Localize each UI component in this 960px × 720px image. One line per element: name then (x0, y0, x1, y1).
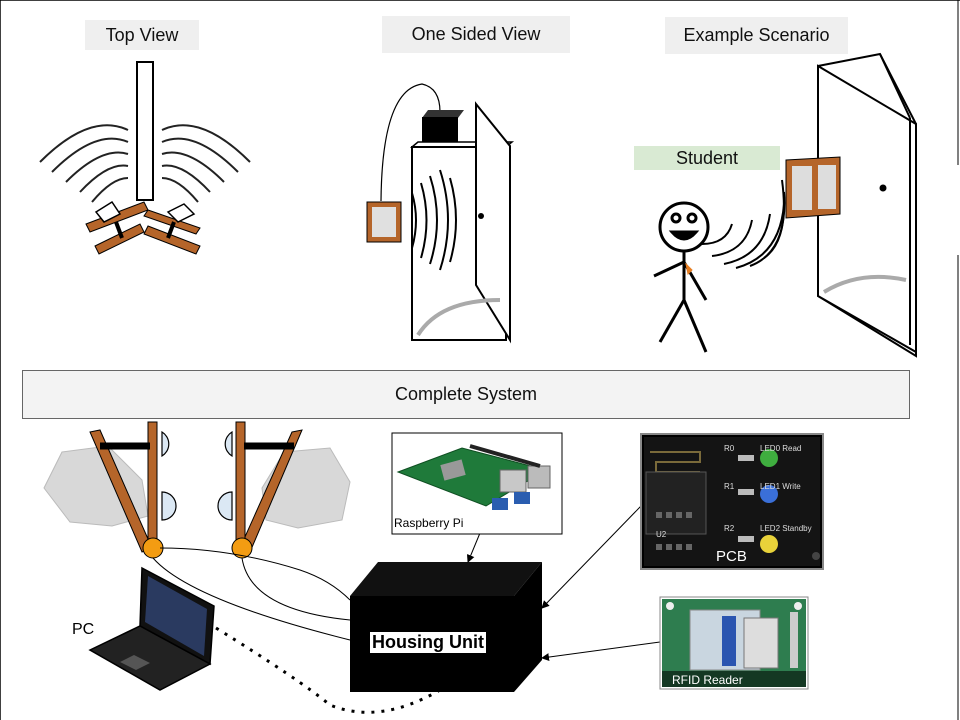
label-one-sided-view: One Sided View (382, 16, 570, 53)
pcb-u2: U2 (656, 530, 667, 539)
arrow-pi-to-housing (466, 532, 481, 563)
label-student: Student (634, 146, 780, 170)
pcb-led0-label: LED0 Read (760, 444, 802, 453)
signal-waves-left (39, 124, 129, 203)
cable-left (152, 557, 351, 641)
label-pcb: PCB (716, 548, 747, 565)
led0-green (760, 449, 778, 467)
cable-right (241, 557, 351, 621)
label-pc: PC (72, 621, 95, 638)
label-top-view: Top View (85, 20, 199, 50)
housing-unit-block (350, 562, 542, 692)
arrow-rfid-to-housing (541, 641, 661, 662)
pc-dotted-link (215, 626, 441, 714)
pcb-image (640, 433, 824, 570)
example-scenario-illustration (653, 52, 917, 358)
pcb-r1: R1 (724, 482, 735, 491)
led2-yellow (760, 535, 778, 553)
one-sided-view-illustration (366, 83, 515, 344)
label-example-scenario: Example Scenario (665, 17, 848, 54)
housing-box-small (422, 117, 458, 145)
label-complete-system: Complete System (22, 370, 910, 419)
arrow-pcb-to-housing (541, 505, 642, 609)
pc-laptop (88, 566, 215, 691)
signal-waves-side (411, 169, 457, 271)
raspberry-pi-image (391, 432, 563, 535)
label-raspberry-pi: Raspberry Pi (394, 516, 464, 530)
pcb-led2-label: LED2 Standby (760, 524, 812, 533)
label-rfid-reader: RFID Reader (672, 673, 743, 687)
led1-blue (760, 485, 778, 503)
pcb-led1-label: LED1 Write (760, 482, 801, 491)
cable-extra (159, 547, 351, 601)
pcb-r0: R0 (724, 444, 735, 453)
door-top-view (136, 61, 154, 201)
reader-mount-top (85, 200, 201, 255)
student-figure (653, 201, 710, 353)
label-housing-unit: Housing Unit (370, 632, 486, 653)
rfid-reader-image (659, 596, 809, 690)
antenna-assembly (43, 421, 351, 559)
signal-waves-scenario (701, 179, 786, 269)
pcb-r2: R2 (724, 524, 735, 533)
signal-waves-right (161, 124, 251, 203)
top-view-illustration (39, 61, 251, 255)
